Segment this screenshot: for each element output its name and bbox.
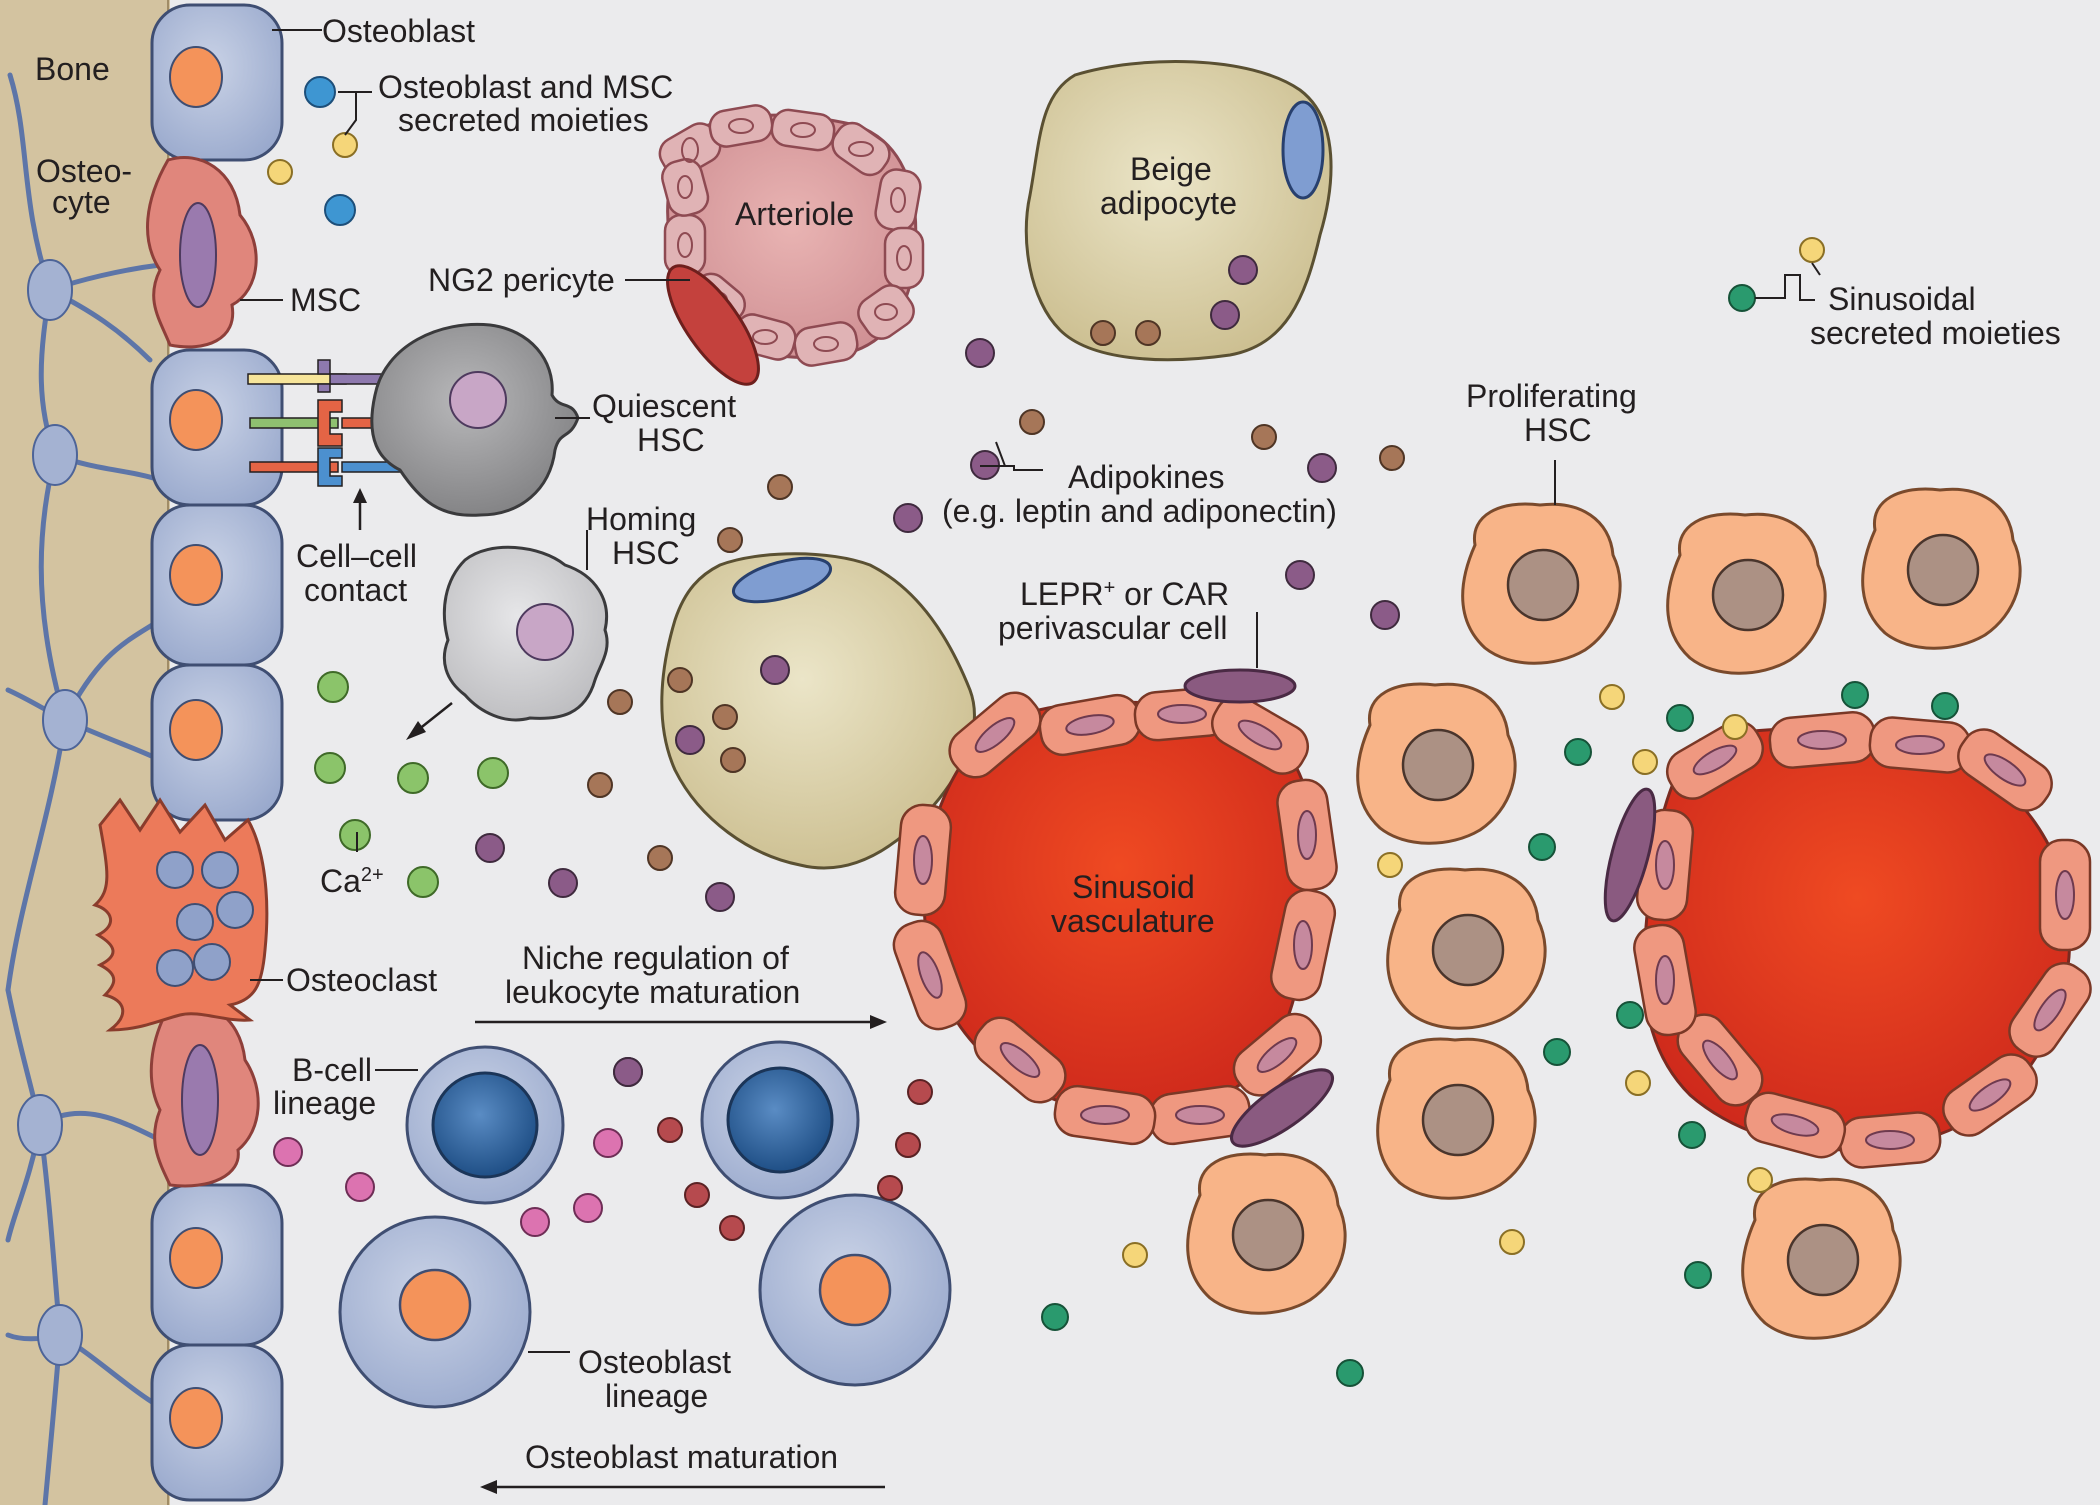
lepr-perivascular-cell-top [1183, 668, 1297, 704]
osteocytes [17, 259, 88, 1366]
homing-arrow [406, 702, 453, 740]
osteoblast-cell-4 [150, 663, 284, 822]
osteoblast-layer [150, 3, 284, 1502]
label-cell-cell-contact-line1: Cell–cell [296, 538, 417, 574]
label-quiescent-hsc-line1: Quiescent [592, 388, 736, 424]
label-calcium: Ca2+ [320, 863, 384, 899]
label-niche-regulation-line2: leukocyte maturation [505, 974, 800, 1010]
label-sinusoidal-moieties-line2: secreted moieties [1810, 315, 2061, 351]
osteoblast-cell-5 [150, 1183, 284, 1347]
label-osteoblast-maturation: Osteoblast maturation [525, 1439, 838, 1475]
b-cell-lineage-cells [405, 1040, 860, 1205]
label-ng2-pericyte: NG2 pericyte [428, 262, 615, 298]
leukocyte-cues [273, 1057, 933, 1241]
label-lepr-car-line1: LEPR+ or CAR [1020, 576, 1229, 612]
label-b-cell-line1: B-cell [292, 1052, 372, 1088]
osteoclast-cell [91, 797, 269, 1032]
sinusoidal-moieties [1041, 237, 1959, 1387]
label-lepr-or-car: or CAR [1115, 576, 1229, 612]
secreted-moieties [267, 76, 1959, 1387]
homing-hsc [442, 545, 609, 722]
osteocyte-5 [37, 1304, 83, 1366]
osteocyte-2 [32, 424, 78, 486]
label-msc: MSC [290, 282, 361, 318]
adipocyte-vesicles [667, 255, 1258, 773]
label-b-cell-line2: lineage [273, 1085, 376, 1121]
marrow-adipocyte [660, 552, 976, 870]
diagram-labels: Bone Osteo- cyte Osteoblast Osteoblast a… [35, 13, 2061, 1475]
label-osteoblast-lineage-line1: Osteoblast [578, 1344, 731, 1380]
osteoblast-maturation-arrow [480, 1480, 885, 1494]
sinusoid-vasculature-left [892, 686, 1338, 1146]
proliferating-hsc-nuclei [1231, 533, 1980, 1297]
osteocyte-4 [17, 1094, 63, 1156]
label-homing-hsc-line2: HSC [612, 535, 680, 571]
quiescent-hsc [370, 322, 580, 517]
osteoblast-msc-moieties [267, 76, 358, 226]
lepr-perivascular-cell-bottom [1230, 1068, 1334, 1148]
label-arteriole: Arteriole [735, 196, 854, 232]
label-bone: Bone [35, 51, 110, 87]
niche-regulation-arrow [475, 1015, 887, 1029]
cell-cell-contact-arrow [353, 488, 367, 530]
label-niche-regulation-line1: Niche regulation of [522, 940, 789, 976]
label-calcium-text: Ca [320, 863, 361, 899]
beige-adipocyte [1024, 59, 1333, 362]
label-osteoclast: Osteoclast [286, 962, 437, 998]
label-lepr-car-line2: perivascular cell [998, 610, 1227, 646]
label-osteoblast-msc-moieties-line1: Osteoblast and MSC [378, 69, 673, 105]
label-lepr-superscript: + [1104, 577, 1116, 599]
label-adipokines-line2: (e.g. leptin and adiponectin) [942, 493, 1337, 529]
label-adipokines-line1: Adipokines [1068, 459, 1225, 495]
label-beige-adipocyte-line2: adipocyte [1100, 185, 1237, 221]
osteocyte-1 [27, 259, 73, 321]
sinusoid-vasculature-right [1633, 711, 2092, 1169]
label-beige-adipocyte-line1: Beige [1130, 151, 1212, 187]
label-osteocyte-line1: Osteo- [36, 153, 132, 189]
label-cell-cell-contact-line2: contact [304, 572, 407, 608]
perivascular-cell-right [1603, 787, 1657, 923]
label-sinusoid-line2: vasculature [1051, 903, 1215, 939]
label-osteoblast-msc-moieties-line2: secreted moieties [398, 102, 649, 138]
msc-cell-upper [146, 155, 258, 349]
label-osteoblast-lineage-line2: lineage [605, 1378, 708, 1414]
label-calcium-superscript: 2+ [361, 864, 384, 886]
osteoblast-lineage-cells [338, 1193, 952, 1409]
label-osteocyte-line2: cyte [52, 184, 111, 220]
label-sinusoid-line1: Sinusoid [1072, 869, 1195, 905]
osteoblast-cell-1 [150, 3, 284, 162]
calcium-ions [314, 671, 509, 898]
osteoblast-cell-3 [150, 503, 284, 667]
osteocyte-3 [42, 689, 88, 751]
label-proliferating-hsc-line2: HSC [1524, 412, 1592, 448]
label-osteoblast: Osteoblast [322, 13, 475, 49]
label-sinusoidal-moieties-line1: Sinusoidal [1828, 281, 1976, 317]
label-proliferating-hsc-line1: Proliferating [1466, 378, 1637, 414]
label-homing-hsc-line1: Homing [586, 501, 696, 537]
label-quiescent-hsc-line2: HSC [637, 422, 705, 458]
msc-cell-lower [149, 1000, 260, 1188]
osteoblast-cell-6 [150, 1343, 284, 1502]
label-lepr-text: LEPR [1020, 576, 1104, 612]
leader-lines [240, 29, 1821, 1353]
ng2-pericyte [666, 264, 760, 386]
